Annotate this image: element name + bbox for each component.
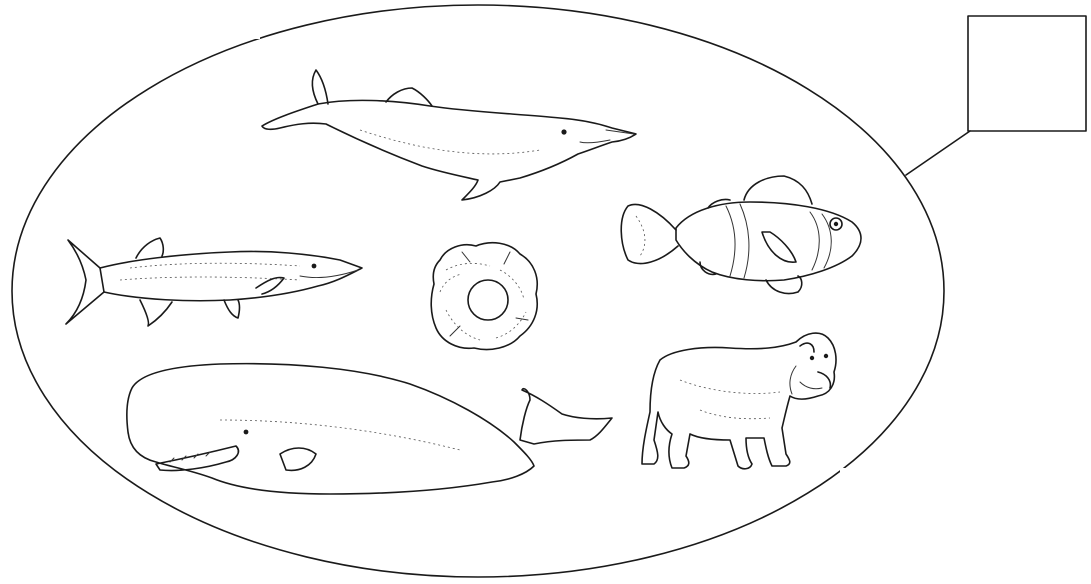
sperm-whale-drawing [127,364,612,494]
sea-anemone-drawing [431,243,537,350]
connector-line [906,131,970,175]
oval-gap-right [840,468,854,478]
answer-box[interactable] [968,16,1086,131]
oval-gap-top [250,31,260,39]
dolphin-drawing [262,70,636,200]
clownfish-drawing [621,176,861,294]
bulldog-drawing [642,333,836,469]
barracuda-drawing [66,238,362,326]
set-oval [12,5,944,577]
